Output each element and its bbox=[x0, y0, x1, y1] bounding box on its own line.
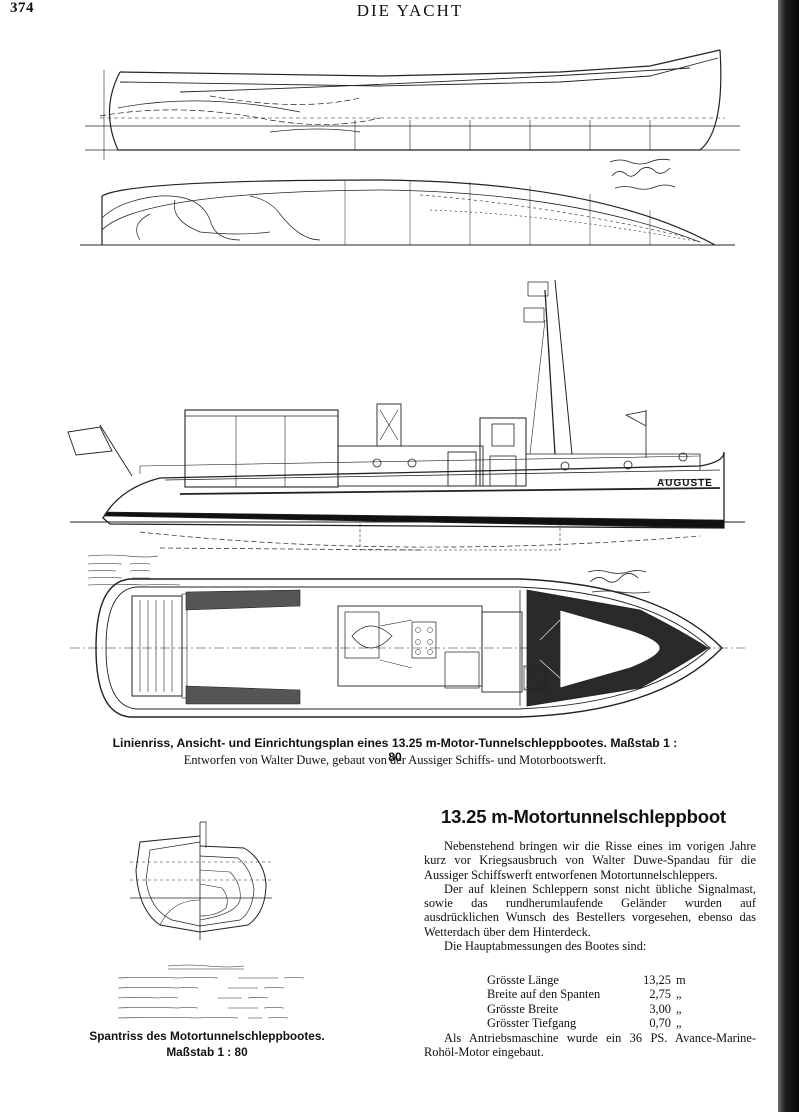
dimension-unit: „ bbox=[676, 1001, 682, 1016]
lines-plan-profile bbox=[85, 49, 740, 160]
dimension-label: Grösste Breite bbox=[487, 1001, 559, 1016]
designer-signature-2 bbox=[587, 570, 651, 594]
figure-caption-credit: Entworfen von Walter Duwe, gebaut von de… bbox=[183, 753, 607, 767]
dimension-unit: m bbox=[676, 973, 686, 987]
dimension-label: Breite auf den Spanten bbox=[487, 987, 601, 1002]
dimension-row: Grösste Breite 3,00 „ bbox=[487, 1002, 687, 1016]
dimension-unit: „ bbox=[676, 987, 682, 1002]
dimension-unit: „ bbox=[676, 1015, 682, 1030]
article-body: Nebenstehend bringen wir die Risse eines… bbox=[424, 839, 756, 953]
dimension-value: 13,25 bbox=[643, 973, 671, 987]
side-elevation bbox=[67, 279, 745, 551]
dimension-value: 2,75 bbox=[649, 987, 671, 1002]
article-dims-intro: Die Hauptabmessungen des Bootes sind: bbox=[444, 939, 647, 954]
drawing-notes-scribble bbox=[87, 554, 181, 586]
page-number: 374 bbox=[10, 0, 34, 16]
dimension-value: 3,00 bbox=[649, 1001, 671, 1016]
deck-plan bbox=[70, 578, 745, 718]
dimensions-table: Grösste Länge 13,25 m Breite auf den Spa… bbox=[487, 973, 687, 1030]
technical-drawings: AUGUSTE bbox=[67, 49, 745, 1019]
article-paragraph-1: Nebenstehend bringen wir die Risse eines… bbox=[424, 839, 756, 882]
article-motor-text: Als Antriebsmaschine wurde ein 36 PS. Av… bbox=[424, 1031, 756, 1060]
dimension-label: Grösste Länge bbox=[487, 973, 559, 987]
section-caption-title: Spantriss des Motortunnelschleppbootes. bbox=[89, 1029, 325, 1043]
dimension-row: Grösster Tiefgang 0,70 „ bbox=[487, 1016, 687, 1030]
section-caption-scale: Maßstab 1 : 80 bbox=[166, 1045, 248, 1059]
section-dimensions-scribble bbox=[117, 964, 305, 1019]
section-plan bbox=[130, 821, 272, 940]
dimension-row: Breite auf den Spanten 2,75 „ bbox=[487, 987, 687, 1001]
dimension-label: Grösster Tiefgang bbox=[487, 1015, 577, 1030]
scan-page-edge bbox=[778, 0, 799, 1112]
dimension-row: Grösste Länge 13,25 m bbox=[487, 973, 687, 987]
designer-signature-1 bbox=[609, 158, 676, 190]
figure-caption-title: Linienriss, Ansicht- und Einrichtungspla… bbox=[112, 736, 678, 764]
article-paragraph-2: Der auf kleinen Schleppern sonst nicht ü… bbox=[424, 881, 756, 939]
lines-plan-half-breadth bbox=[80, 179, 735, 246]
article-title: 13.25 m-Motortunnelschleppboot bbox=[441, 806, 726, 827]
running-title: DIE YACHT bbox=[356, 1, 464, 20]
article-paragraph-3: Als Antriebsmaschine wurde ein 36 PS. Av… bbox=[424, 1031, 756, 1060]
boat-name-lettering: AUGUSTE bbox=[657, 478, 713, 489]
dimension-value: 0,70 bbox=[649, 1015, 671, 1030]
